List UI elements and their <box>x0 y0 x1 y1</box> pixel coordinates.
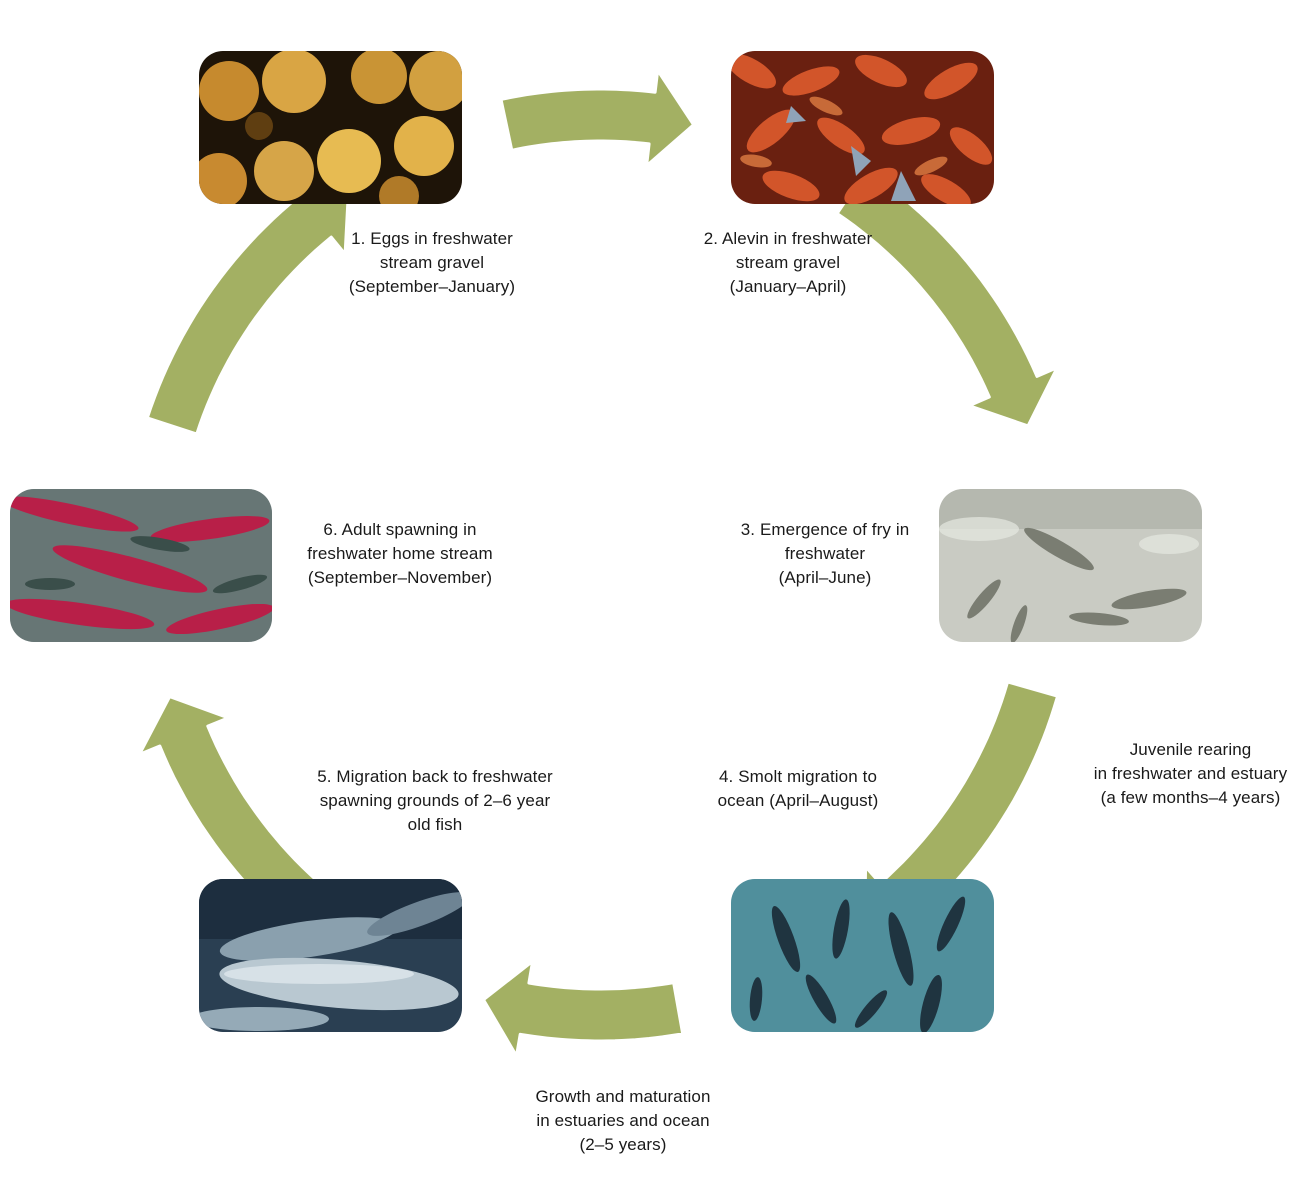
juvenile-line-1: Juvenile rearing <box>1129 740 1252 759</box>
cycle-arrow-4 <box>482 959 685 1058</box>
stage-6-line-3: (September–November) <box>307 567 493 587</box>
stage-2-label: 2. Alevin in freshwater stream gravel (J… <box>688 227 888 298</box>
stage-3-line-2: freshwater <box>784 543 866 563</box>
stage-5-line-1: 5. Migration back to freshwater <box>317 767 553 786</box>
cycle-arrow-1 <box>499 68 696 168</box>
juvenile-line-3: (a few months–4 years) <box>1100 787 1281 807</box>
stage-6-label: 6. Adult spawning in freshwater home str… <box>295 518 505 589</box>
stage-1-label: 1. Eggs in freshwater stream gravel (Sep… <box>332 227 532 298</box>
stage-2-line-1: 2. Alevin in freshwater <box>703 229 873 248</box>
juvenile-line-2: in freshwater and estuary <box>1093 763 1288 783</box>
stage-3-line-3: (April–June) <box>778 567 872 587</box>
stage-1-line-2: stream gravel <box>379 252 485 272</box>
growth-line-3: (2–5 years) <box>579 1134 667 1154</box>
salmon-eggs-photo <box>199 51 462 204</box>
stage-1-line-3: (September–January) <box>348 276 516 296</box>
growth-line-1: Growth and maturation <box>535 1087 711 1106</box>
stage-2-line-2: stream gravel <box>735 252 841 272</box>
stage-3-label: 3. Emergence of fry in freshwater (April… <box>725 518 925 589</box>
ocean-salmon-photo <box>199 879 462 1032</box>
stage-5-label: 5. Migration back to freshwater spawning… <box>300 765 570 836</box>
stage-3-line-1: 3. Emergence of fry in <box>740 520 910 539</box>
alevin-photo <box>731 51 994 204</box>
smolt-photo <box>731 879 994 1032</box>
cycle-arrow-6 <box>145 178 350 436</box>
stage-4-line-1: 4. Smolt migration to <box>719 767 877 786</box>
cycle-arrow-2 <box>835 168 1059 428</box>
stage-4-line-2: ocean (April–August) <box>717 790 879 810</box>
stage-4-label: 4. Smolt migration to ocean (April–Augus… <box>698 765 898 813</box>
fry-photo <box>939 489 1202 642</box>
stage-5-line-3: old fish <box>407 814 463 834</box>
stage-6-line-1: 6. Adult spawning in <box>323 520 477 539</box>
spawning-salmon-photo <box>10 489 272 642</box>
stage-1-line-1: 1. Eggs in freshwater <box>351 229 513 248</box>
growth-line-2: in estuaries and ocean <box>536 1110 710 1130</box>
juvenile-rearing-note: Juvenile rearing in freshwater and estua… <box>1083 738 1298 809</box>
stage-5-line-2: spawning grounds of 2–6 year <box>319 790 551 810</box>
stage-2-line-3: (January–April) <box>729 276 847 296</box>
growth-maturation-note: Growth and maturation in estuaries and o… <box>518 1085 728 1156</box>
stage-6-line-2: freshwater home stream <box>307 543 493 563</box>
